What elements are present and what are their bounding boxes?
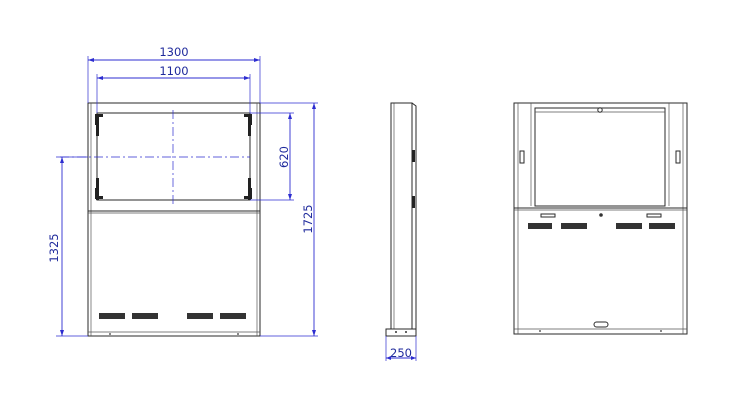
- vent-slot: [99, 313, 125, 319]
- foot-mark: [539, 330, 541, 332]
- vent-slot: [616, 223, 642, 229]
- vent-slot: [187, 313, 213, 319]
- dim-overall-width: 1300: [159, 45, 188, 59]
- rear-bottom-handle: [593, 321, 609, 328]
- rear-slot-right: [646, 213, 662, 218]
- side-base-plate: [385, 328, 417, 337]
- front-dimensions: 1300 1100 620 1725 1325: [47, 45, 318, 337]
- side-handle: [412, 150, 415, 162]
- vent-slot: [220, 313, 246, 319]
- vent-slot: [528, 223, 552, 229]
- base-bolt: [405, 331, 407, 333]
- bracket-rail-tr: [248, 114, 251, 136]
- foot-mark: [660, 330, 662, 332]
- rear-right-handle: [675, 150, 681, 164]
- front-view: [60, 102, 261, 337]
- vent-slot: [561, 223, 587, 229]
- dim-overall-height: 1725: [301, 204, 315, 233]
- base-bolt: [395, 331, 397, 333]
- rear-vent-slots: [528, 223, 675, 229]
- front-vent-slots: [99, 313, 246, 319]
- dim-screen-height: 620: [277, 146, 291, 168]
- dim-depth: 250: [390, 346, 412, 360]
- rear-cabinet-outline: [513, 102, 688, 335]
- vent-slot: [132, 313, 158, 319]
- side-view: 250: [385, 102, 417, 361]
- bracket-rail-bl: [96, 178, 99, 200]
- dim-screen-width: 1100: [159, 64, 188, 78]
- rear-view: [513, 102, 688, 335]
- vent-slot: [649, 223, 675, 229]
- side-latch: [412, 196, 415, 208]
- bracket-rail-tl: [96, 114, 99, 136]
- front-screen-outline: [96, 112, 251, 201]
- foot-mark: [109, 333, 111, 335]
- front-cabinet-outline: [87, 102, 261, 337]
- rear-lock: [599, 213, 603, 217]
- dim-lower-height: 1325: [47, 233, 61, 262]
- rear-upper-opening: [534, 107, 666, 207]
- foot-mark: [237, 333, 239, 335]
- rear-top-hole: [597, 107, 603, 113]
- bracket-rail-br: [248, 178, 251, 200]
- rear-slot-left: [540, 213, 556, 218]
- rear-left-handle: [519, 150, 525, 164]
